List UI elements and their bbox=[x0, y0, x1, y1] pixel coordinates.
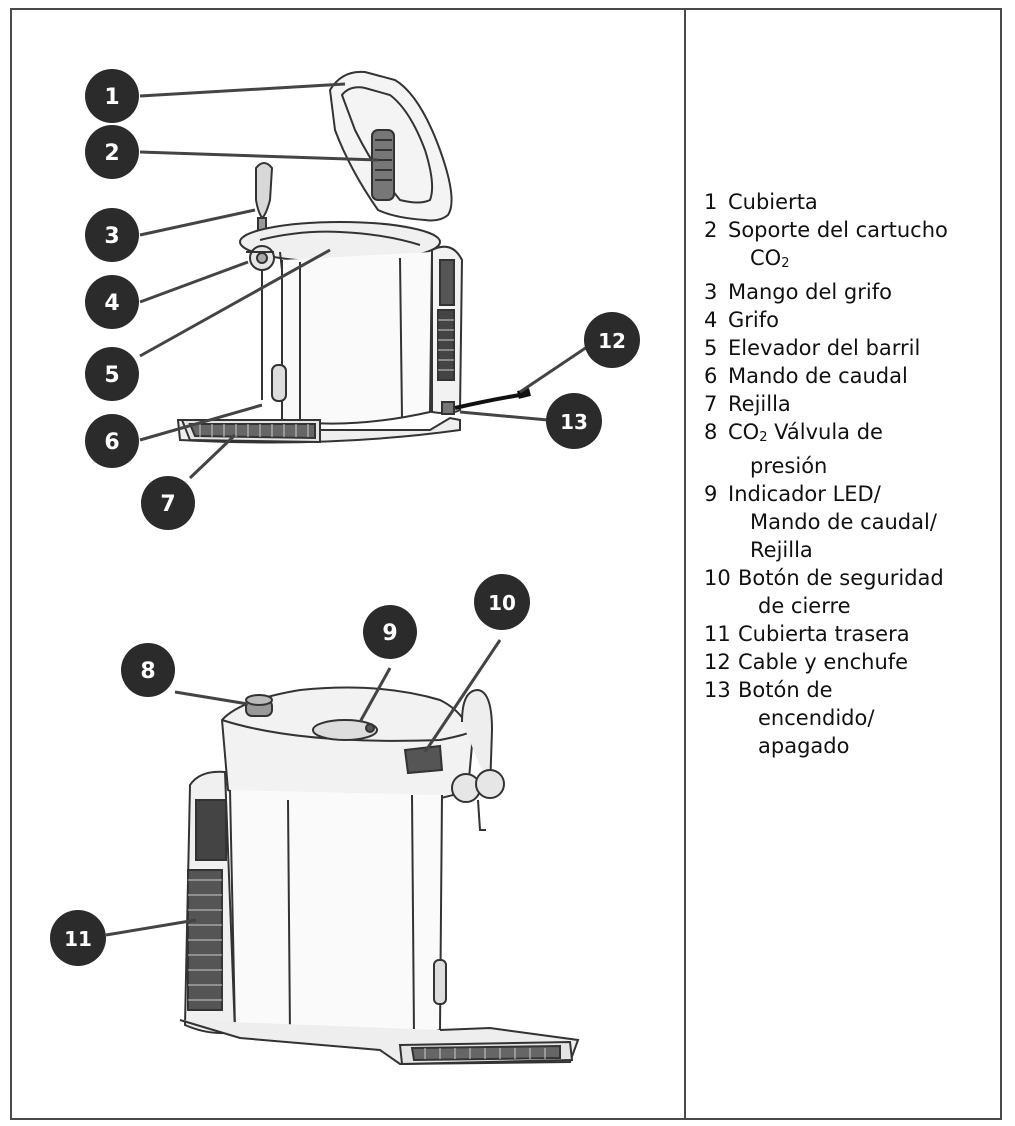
svg-text:12: 12 bbox=[598, 329, 626, 353]
svg-text:10: 10 bbox=[488, 591, 516, 615]
svg-text:4: 4 bbox=[104, 291, 119, 316]
svg-text:3: 3 bbox=[104, 224, 119, 249]
leader-lines bbox=[105, 82, 591, 937]
legend-item-9-cont2: Rejilla bbox=[750, 538, 813, 562]
callout-9: 9 bbox=[363, 605, 417, 659]
svg-text:8: 8 bbox=[140, 659, 155, 684]
svg-text:7: 7 bbox=[160, 492, 175, 517]
callout-3: 3 bbox=[85, 208, 139, 262]
top-dispenser-drawing bbox=[176, 70, 531, 444]
callout-5: 5 bbox=[85, 347, 139, 401]
callout-10: 10 bbox=[474, 574, 530, 630]
callout-4: 4 bbox=[85, 275, 139, 329]
svg-text:9: 9 bbox=[382, 621, 397, 646]
svg-text:5: 5 bbox=[104, 363, 119, 388]
legend-item-13-cont1: encendido/ bbox=[758, 706, 875, 730]
callout-12: 12 bbox=[584, 312, 640, 368]
legend-item-2-cont: CO2 bbox=[750, 246, 790, 271]
bottom-dispenser-drawing bbox=[179, 686, 580, 1066]
callout-13: 13 bbox=[546, 393, 602, 449]
callout-1: 1 bbox=[85, 69, 139, 123]
callout-11: 11 bbox=[50, 910, 106, 966]
svg-text:13: 13 bbox=[560, 410, 588, 434]
column-divider bbox=[684, 8, 686, 1120]
svg-text:11: 11 bbox=[64, 927, 92, 951]
legend-item-8-cont: presión bbox=[750, 454, 828, 478]
diagram-frame bbox=[10, 8, 1002, 1120]
appliance-illustration: 1 2 3 4 5 6 7 8 9 10 11 12 13 bbox=[50, 69, 640, 1066]
callout-badges: 1 2 3 4 5 6 7 8 9 10 11 12 13 bbox=[50, 69, 640, 966]
callout-2: 2 bbox=[85, 125, 139, 179]
legend-item-9-cont1: Mando de caudal/ bbox=[750, 510, 937, 534]
svg-text:6: 6 bbox=[104, 430, 119, 455]
svg-text:1: 1 bbox=[104, 85, 119, 110]
svg-text:2: 2 bbox=[104, 141, 119, 166]
legend-item-13-cont2: apagado bbox=[758, 734, 850, 758]
legend-item-10-cont: de cierre bbox=[758, 594, 851, 618]
callout-8: 8 bbox=[121, 643, 175, 697]
callout-6: 6 bbox=[85, 414, 139, 468]
callout-7: 7 bbox=[141, 476, 195, 530]
